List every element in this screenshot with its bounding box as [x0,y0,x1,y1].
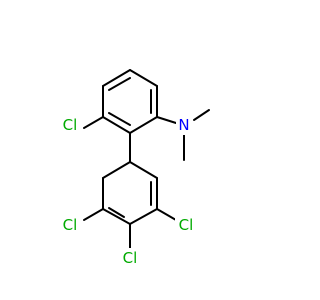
nitrogen-label: N [178,116,189,134]
chlorine-label: Cl [63,116,78,134]
chlorine-label: Cl [63,216,78,234]
double-bond-inner [108,77,131,91]
atom-cl-right: Cl [175,215,197,235]
bond [129,161,158,179]
bond [102,208,131,225]
molecule-structure: Cl N Cl Cl Cl [59,69,210,268]
atom-cl-left: Cl [59,215,81,235]
bond-n-methyl [193,109,210,121]
atom-nitrogen: N [176,115,192,135]
bond [102,116,131,134]
double-bond-inner [108,112,131,126]
bond [102,69,131,87]
bond-c-cl [83,208,104,221]
bond-c-cl [83,116,104,129]
double-bond-inner [108,207,125,218]
atom-cl-bottom: Cl [119,248,141,268]
bond [129,116,158,134]
bond [102,161,131,179]
chlorine-label: Cl [179,216,194,234]
bond-c-n [156,116,177,124]
bond [129,69,158,87]
atom-cl-upper-left: Cl [59,115,81,135]
benzene-ring [102,69,158,134]
chlorine-label: Cl [123,249,138,267]
bond-c-cl [156,208,177,221]
bond [129,208,158,225]
cyclohexadiene-ring [102,161,158,225]
